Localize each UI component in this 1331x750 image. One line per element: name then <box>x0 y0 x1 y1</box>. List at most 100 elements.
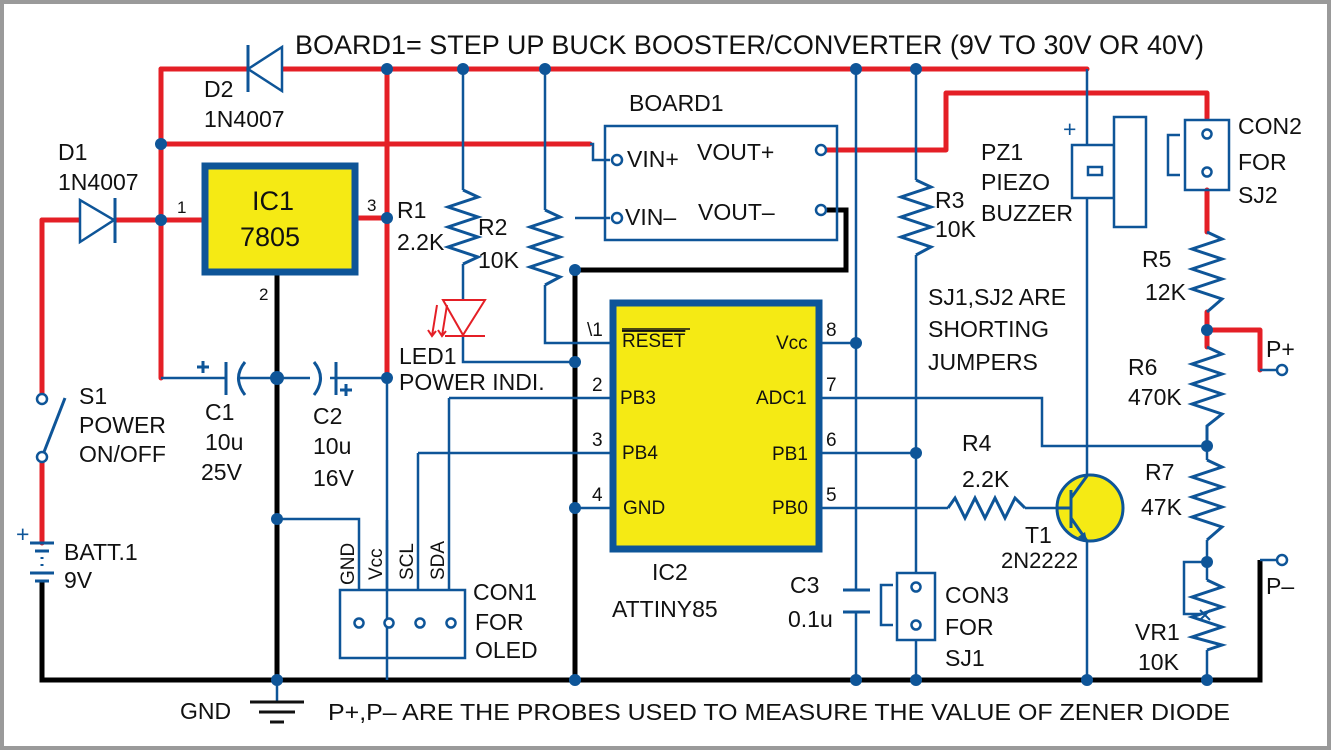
con3-ref: CON3 <box>945 582 1009 608</box>
board1-ref: BOARD1 <box>629 90 724 116</box>
c1-ref: C1 <box>205 399 234 425</box>
ic2-value: ATTINY85 <box>612 596 718 622</box>
junction-dot <box>155 138 167 150</box>
ic2-pin8-num: 8 <box>826 320 837 341</box>
converter-board1: BOARD1 VIN+ VIN– VOUT+ VOUT– <box>603 90 839 242</box>
r6-value: 470K <box>1128 384 1182 410</box>
ic2-pin5-name: PB0 <box>772 498 808 519</box>
resistor-r5: R5 12K <box>1142 230 1227 314</box>
resistor-r4: R4 2.2K <box>946 430 1027 522</box>
junction-dot <box>569 264 581 276</box>
pz1-desc2: BUZZER <box>981 200 1073 226</box>
pz1-plus: + <box>1063 116 1076 142</box>
d2-ref: D2 <box>204 76 233 102</box>
junction-dot <box>155 214 167 226</box>
c1-value: 10u <box>205 429 243 455</box>
junction-dot <box>457 63 469 75</box>
ic2-pin1-name: RESET <box>622 331 686 352</box>
junction-dot <box>569 502 581 514</box>
con1-desc2: OLED <box>475 637 538 663</box>
probes: P+ P– <box>1266 336 1295 599</box>
c2-voltage: 16V <box>313 465 355 491</box>
junction-dot <box>910 63 922 75</box>
diode-d1: D1 1N4007 <box>58 139 139 245</box>
ic2-pin3-num: 3 <box>592 430 603 451</box>
led-led1: LED1 POWER INDI. <box>399 299 545 395</box>
connector-con2: CON2 FOR SJ2 <box>1166 113 1302 208</box>
junction-dot <box>539 63 551 75</box>
transistor-t1: T1 2N2222 <box>1001 473 1125 573</box>
r2-value: 10K <box>478 247 520 273</box>
board1-vout-minus: VOUT– <box>698 199 775 225</box>
ic2-pin2-name: PB3 <box>620 388 656 409</box>
con3-desc2: SJ1 <box>945 645 985 671</box>
led1-desc: POWER INDI. <box>399 369 545 395</box>
r3-ref: R3 <box>935 187 964 213</box>
junction-dot <box>1201 556 1213 568</box>
con1-pin-scl: SCL <box>397 543 418 580</box>
pz1-ref: PZ1 <box>981 139 1023 165</box>
junction-dot <box>569 674 581 686</box>
r2-ref: R2 <box>478 214 507 240</box>
con2-ref: CON2 <box>1238 113 1302 139</box>
ic2-ref: IC2 <box>652 559 688 585</box>
vr1-value: 10K <box>1138 649 1180 675</box>
ic2-pin3-name: PB4 <box>622 443 658 464</box>
junction-dot <box>1201 674 1213 686</box>
resistor-r6: R6 470K <box>1128 345 1227 446</box>
r5-ref: R5 <box>1142 246 1171 272</box>
ic2-pin2-num: 2 <box>592 375 603 396</box>
switch-s1: S1 POWER ON/OFF <box>35 383 166 467</box>
t1-ref: T1 <box>1025 522 1052 548</box>
s1-ref: S1 <box>79 383 107 409</box>
footnote: P+,P– ARE THE PROBES USED TO MEASURE THE… <box>328 699 1230 725</box>
c3-value: 0.1u <box>788 606 833 632</box>
mcu-ic2: IC2 ATTINY85 \1 RESET 2 PB3 3 PB4 4 GND … <box>587 299 837 622</box>
ic2-pin8-name: Vcc <box>776 333 808 354</box>
r1-ref: R1 <box>397 197 426 223</box>
junction-dot <box>910 674 922 686</box>
con1-ref: CON1 <box>473 579 537 605</box>
ic2-pin6-name: PB1 <box>772 444 808 465</box>
s1-desc2: ON/OFF <box>79 441 166 467</box>
con1-pin-sda: SDA <box>428 541 449 580</box>
ic2-pin4-num: 4 <box>592 485 603 506</box>
board1-vin-minus: VIN– <box>625 204 676 230</box>
r7-ref: R7 <box>1145 459 1174 485</box>
ic2-pin7-num: 7 <box>826 375 837 396</box>
probe-plus-label: P+ <box>1266 336 1295 362</box>
r1-value: 2.2K <box>397 229 445 255</box>
resistor-r1: R1 2.2K <box>397 188 483 266</box>
pz1-desc1: PIEZO <box>981 169 1050 195</box>
junction-dot <box>850 63 862 75</box>
c2-value: 10u <box>313 433 351 459</box>
signal-net <box>161 69 1277 702</box>
con2-desc1: FOR <box>1238 149 1287 175</box>
junction-dot <box>1081 674 1093 686</box>
gnd-net <box>39 207 1263 683</box>
board1-vout-plus: VOUT+ <box>697 139 774 165</box>
note-line-1: SJ1,SJ2 ARE <box>928 284 1066 310</box>
resistor-r3: R3 10K <box>896 178 977 257</box>
capacitor-c3: C3 0.1u <box>788 572 870 632</box>
resistor-r7: R7 47K <box>1141 458 1227 542</box>
junction-dot <box>270 371 284 385</box>
r4-value: 2.2K <box>962 466 1010 492</box>
d1-value: 1N4007 <box>58 169 139 195</box>
potentiometer-vr1: VR1 10K <box>1135 578 1228 675</box>
junction-dot <box>381 63 393 75</box>
junction-dot <box>1201 440 1213 452</box>
note-line-2: SHORTING <box>928 316 1049 342</box>
junction-dot <box>1201 324 1213 336</box>
ic1-ref: IC1 <box>252 186 294 216</box>
r7-value: 47K <box>1141 494 1183 520</box>
resistor-r2: R2 10K <box>478 208 565 287</box>
junction-dot <box>569 356 581 368</box>
t1-value: 2N2222 <box>1001 548 1078 573</box>
d2-value: 1N4007 <box>204 106 285 132</box>
junction-dot <box>381 212 393 224</box>
junction-dot <box>271 513 283 525</box>
connector-con3: CON3 FOR SJ1 <box>879 571 1009 671</box>
con2-desc2: SJ2 <box>1238 182 1278 208</box>
junction-dot <box>381 372 393 384</box>
